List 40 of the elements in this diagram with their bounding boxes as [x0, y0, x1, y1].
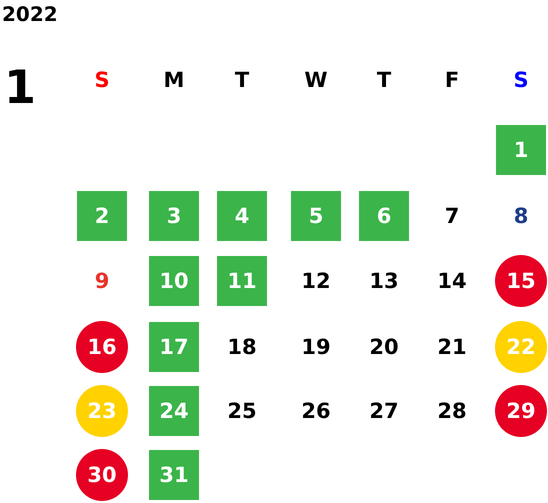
weekday-header: W [303, 67, 329, 94]
highlighted-day-square: 10 [149, 256, 199, 306]
weekday-header: S [512, 67, 530, 94]
day-number: 14 [436, 268, 468, 295]
weekday-header: M [162, 67, 186, 94]
highlighted-day-square: 17 [149, 322, 199, 372]
day-number: 12 [300, 268, 332, 295]
highlighted-day-square: 2 [77, 191, 127, 241]
holiday-day-circle: 16 [76, 321, 128, 373]
day-number: 28 [436, 398, 468, 425]
highlighted-day-square: 5 [291, 191, 341, 241]
year-title: 2022 [2, 2, 58, 26]
weekday-header: S [93, 67, 111, 94]
weekday-header: T [376, 67, 392, 94]
weekday-header: F [444, 67, 460, 94]
highlighted-day-square: 11 [217, 256, 267, 306]
highlighted-day-square: 3 [149, 191, 199, 241]
special-day-circle: 22 [495, 321, 547, 373]
day-number: 19 [300, 334, 332, 361]
highlighted-day-square: 24 [149, 386, 199, 436]
highlighted-day-square: 4 [217, 191, 267, 241]
highlighted-day-square: 1 [496, 125, 546, 175]
holiday-day-circle: 29 [495, 385, 547, 437]
highlighted-day-square: 31 [149, 450, 199, 500]
holiday-day-circle: 30 [76, 449, 128, 501]
day-number: 7 [444, 203, 460, 230]
day-number: 13 [368, 268, 400, 295]
day-number: 27 [368, 398, 400, 425]
highlighted-day-square: 6 [359, 191, 409, 241]
holiday-day-circle: 15 [495, 255, 547, 307]
day-number: 26 [300, 398, 332, 425]
day-number: 25 [226, 398, 258, 425]
special-day-circle: 23 [76, 385, 128, 437]
month-number: 1 [4, 60, 36, 114]
day-number: 8 [512, 203, 530, 230]
day-number: 18 [226, 334, 258, 361]
day-number: 21 [436, 334, 468, 361]
weekday-header: T [234, 67, 250, 94]
day-number: 9 [94, 268, 110, 295]
day-number: 20 [368, 334, 400, 361]
